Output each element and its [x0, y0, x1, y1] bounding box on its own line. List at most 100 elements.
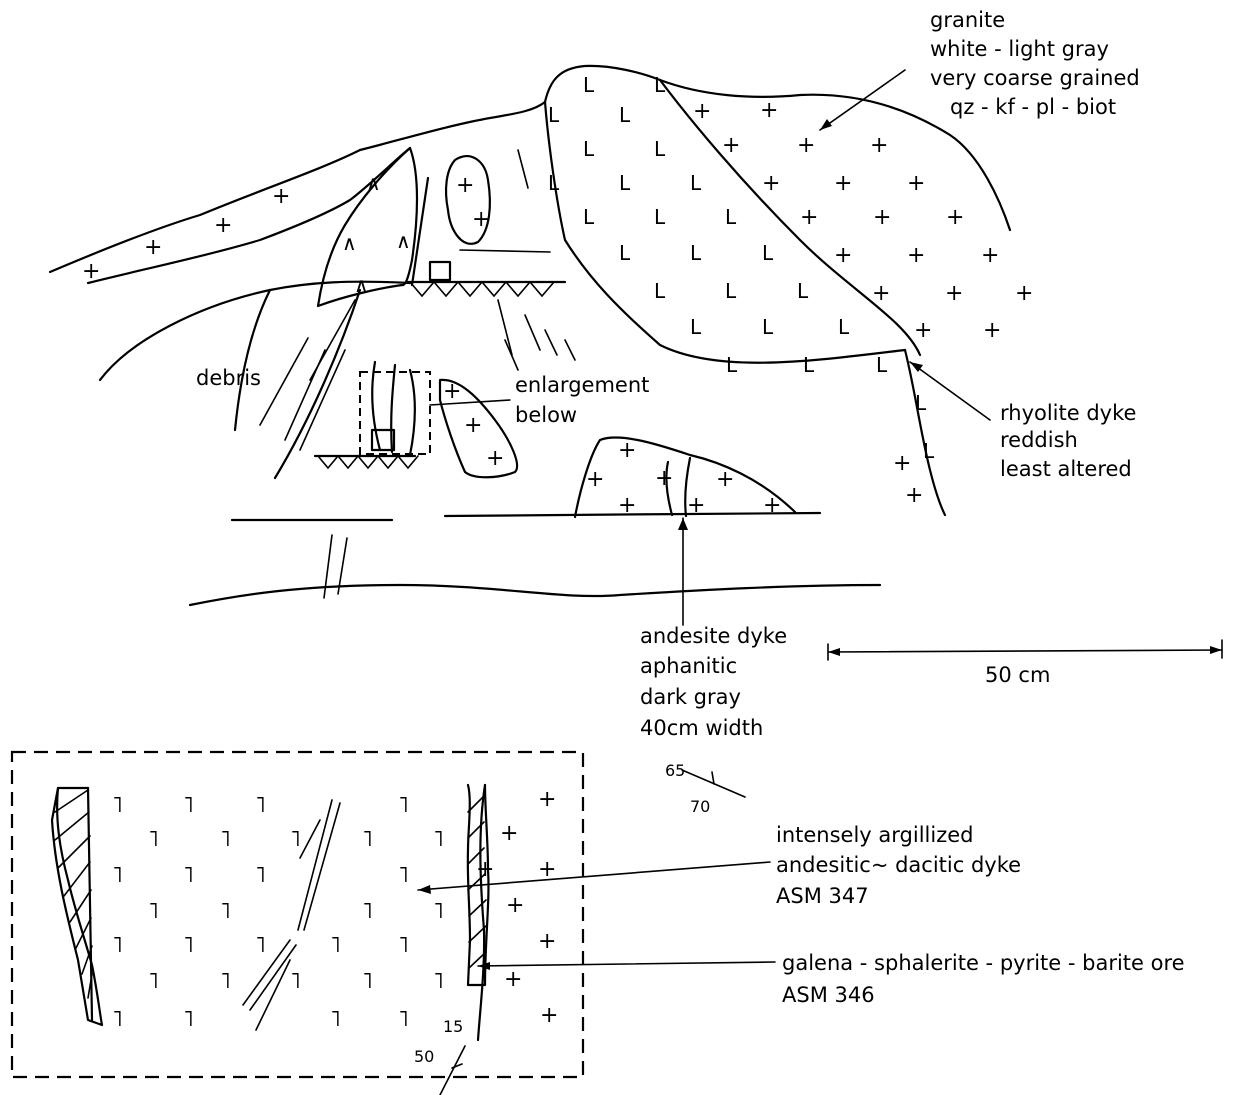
svg-text:very coarse grained: very coarse grained	[930, 66, 1140, 90]
svg-text:+: +	[905, 483, 923, 508]
svg-text:L: L	[923, 439, 935, 463]
svg-text:+: +	[1015, 281, 1033, 306]
svg-text:+: +	[486, 446, 504, 471]
rhyolite-label: rhyolite dyke reddish least altered	[1000, 401, 1136, 481]
svg-text:˥: ˥	[362, 899, 373, 924]
svg-text:L: L	[654, 279, 666, 303]
scale-label: 50 cm	[985, 663, 1050, 687]
leader-lines-lower	[418, 862, 775, 970]
svg-text:+: +	[456, 173, 474, 198]
svg-text:˥: ˥	[255, 863, 266, 888]
argillized-label: intensely argillized andesitic~ dacitic …	[776, 823, 1021, 908]
debris-label: debris	[196, 366, 261, 390]
svg-text:˥: ˥	[148, 827, 159, 852]
svg-text:rhyolite dyke: rhyolite dyke	[1000, 401, 1136, 425]
svg-text:˥: ˥	[112, 793, 123, 818]
svg-text:˥: ˥	[433, 899, 444, 924]
svg-text:∧: ∧	[354, 273, 369, 297]
dip-label-lower-a: 15	[443, 1017, 463, 1036]
svg-text:andesitic~ dacitic dyke: andesitic~ dacitic dyke	[776, 853, 1021, 877]
svg-text:˥: ˥	[398, 1007, 409, 1032]
svg-text:˥: ˥	[112, 933, 123, 958]
svg-text:+: +	[586, 467, 604, 492]
svg-text:˥: ˥	[290, 969, 301, 994]
svg-text:L: L	[915, 391, 927, 415]
svg-text:galena - sphalerite - pyrite -: galena - sphalerite - pyrite - barite or…	[782, 951, 1185, 975]
svg-text:+: +	[834, 243, 852, 268]
svg-text:L: L	[548, 103, 560, 127]
svg-text:+: +	[834, 171, 852, 196]
andesite-label: andesite dyke aphanitic dark gray 40cm w…	[640, 624, 787, 740]
svg-text:˥: ˥	[398, 863, 409, 888]
svg-text:˥: ˥	[112, 863, 123, 888]
svg-text:L: L	[725, 279, 737, 303]
svg-text:+: +	[763, 493, 781, 518]
svg-text:L: L	[690, 315, 702, 339]
svg-text:+: +	[540, 1003, 558, 1028]
svg-text:+: +	[693, 99, 711, 124]
svg-text:+: +	[618, 438, 636, 463]
svg-text:+: +	[538, 929, 556, 954]
svg-text:+: +	[443, 379, 461, 404]
svg-text:L: L	[583, 73, 595, 97]
svg-text:L: L	[619, 241, 631, 265]
svg-text:andesite dyke: andesite dyke	[640, 624, 787, 648]
enlargement-box	[12, 752, 583, 1095]
ore-label: galena - sphalerite - pyrite - barite or…	[782, 951, 1185, 1007]
svg-text:+: +	[655, 466, 673, 491]
svg-text:+: +	[82, 259, 100, 284]
svg-text:+: +	[907, 243, 925, 268]
svg-text:L: L	[583, 137, 595, 161]
outcrop-outlines	[50, 66, 1010, 605]
svg-text:˥: ˥	[183, 1007, 194, 1032]
svg-text:˥: ˥	[398, 793, 409, 818]
svg-text:+: +	[945, 281, 963, 306]
svg-text:L: L	[762, 241, 774, 265]
svg-text:˥: ˥	[433, 827, 444, 852]
svg-text:+: +	[872, 281, 890, 306]
svg-text:˥: ˥	[433, 969, 444, 994]
svg-text:L: L	[619, 103, 631, 127]
svg-text:+: +	[870, 133, 888, 158]
svg-text:˥: ˥	[362, 969, 373, 994]
svg-text:˥: ˥	[148, 899, 159, 924]
svg-text:˥: ˥	[290, 827, 301, 852]
svg-text:+: +	[983, 318, 1001, 343]
svg-text:+: +	[618, 493, 636, 518]
svg-text:qz - kf - pl - biot: qz - kf - pl - biot	[950, 95, 1116, 119]
enlargement-label: enlargement below	[515, 373, 649, 427]
volcanic-symbols: ∧ ∧ ∧ ∧	[342, 171, 411, 297]
svg-text:+: +	[946, 205, 964, 230]
svg-text:L: L	[690, 241, 702, 265]
svg-text:+: +	[538, 787, 556, 812]
svg-text:+: +	[873, 205, 891, 230]
attitude-symbol-upper	[682, 770, 745, 797]
svg-text:+: +	[144, 235, 162, 260]
svg-text:˥: ˥	[362, 827, 373, 852]
svg-text:L: L	[803, 353, 815, 377]
svg-text:˥: ˥	[398, 933, 409, 958]
scale-bar	[828, 640, 1222, 660]
svg-text:+: +	[500, 821, 518, 846]
svg-text:least altered: least altered	[1000, 457, 1132, 481]
svg-text:L: L	[725, 205, 737, 229]
svg-text:granite: granite	[930, 8, 1005, 32]
svg-text:+: +	[722, 133, 740, 158]
svg-text:L: L	[583, 205, 595, 229]
svg-text:∧: ∧	[396, 229, 411, 253]
svg-text:+: +	[760, 98, 778, 123]
svg-text:L: L	[690, 171, 702, 195]
dip-label-upper-a: 65	[665, 761, 685, 780]
svg-text:+: +	[797, 133, 815, 158]
svg-text:intensely argillized: intensely argillized	[776, 823, 973, 847]
svg-text:40cm width: 40cm width	[640, 716, 763, 740]
svg-text:˥: ˥	[220, 827, 231, 852]
svg-text:L: L	[548, 171, 560, 195]
svg-text:˥: ˥	[148, 969, 159, 994]
svg-text:˥: ˥	[183, 863, 194, 888]
granite-label: granite white - light gray very coarse g…	[930, 8, 1140, 119]
svg-text:+: +	[504, 967, 522, 992]
svg-text:L: L	[726, 353, 738, 377]
svg-text:below: below	[515, 403, 577, 427]
